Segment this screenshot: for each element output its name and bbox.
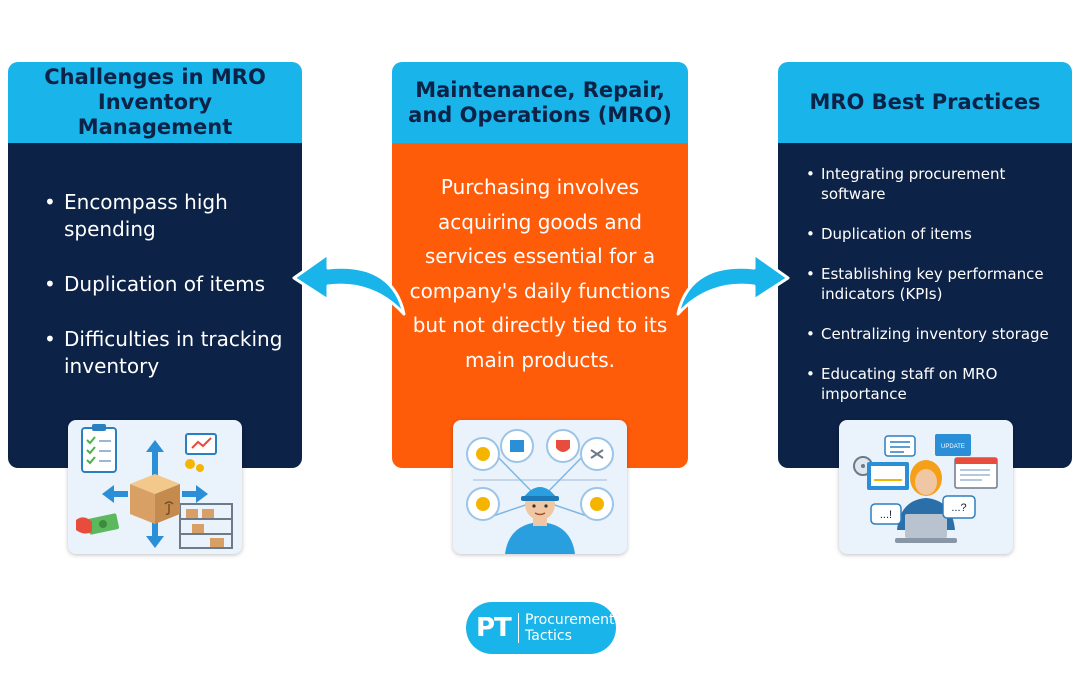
office-worker-illustration: UPDATE ...! ...? (839, 420, 1013, 554)
challenge-item: Encompass high spending (44, 189, 288, 243)
best-practices-title: MRO Best Practices (778, 62, 1072, 143)
mro-title: Maintenance, Repair, and Operations (MRO… (392, 62, 688, 143)
logo-line-1: Procurement (525, 612, 615, 628)
best-practice-item: Integrating procurement software (806, 164, 1062, 204)
update-label: UPDATE (941, 444, 965, 450)
curved-arrow-right-icon (676, 252, 790, 316)
logo-mark: PT (476, 613, 512, 643)
best-practices-list: Integrating procurement software Duplica… (806, 164, 1062, 424)
best-practice-item: Centralizing inventory storage (806, 324, 1062, 344)
curved-arrow-left-icon (292, 252, 406, 316)
mro-definition-card: Maintenance, Repair, and Operations (MRO… (392, 62, 688, 468)
inventory-illustration (68, 420, 242, 554)
bubble-exclaim: ...! (880, 509, 892, 521)
challenge-item: Duplication of items (44, 271, 288, 298)
challenges-card: Challenges in MRO Inventory Management E… (8, 62, 302, 468)
technician-icon (466, 429, 614, 554)
best-practice-item: Establishing key performance indicators … (806, 264, 1062, 304)
logo-name: Procurement Tactics (525, 612, 614, 644)
best-practice-item: Educating staff on MRO importance (806, 364, 1062, 404)
office-worker-icon: UPDATE ...! ...? (853, 434, 998, 543)
logo-divider (518, 613, 519, 643)
challenges-body: Encompass high spending Duplication of i… (8, 143, 302, 468)
mro-description: Purchasing involves acquiring goods and … (409, 175, 671, 372)
procurement-tactics-logo: PT Procurement Tactics (466, 602, 616, 654)
inventory-box-icon (76, 424, 233, 549)
bubble-question: ...? (951, 502, 966, 514)
mro-body: Purchasing involves acquiring goods and … (392, 143, 688, 468)
challenges-list: Encompass high spending Duplication of i… (44, 189, 288, 408)
challenges-title: Challenges in MRO Inventory Management (8, 62, 302, 143)
technician-illustration (453, 420, 627, 554)
best-practice-item: Duplication of items (806, 224, 1062, 244)
best-practices-card: MRO Best Practices Integrating procureme… (778, 62, 1072, 468)
logo-line-2: Tactics (525, 628, 572, 644)
best-practices-body: Integrating procurement software Duplica… (778, 143, 1072, 468)
challenge-item: Difficulties in tracking inventory (44, 326, 288, 380)
